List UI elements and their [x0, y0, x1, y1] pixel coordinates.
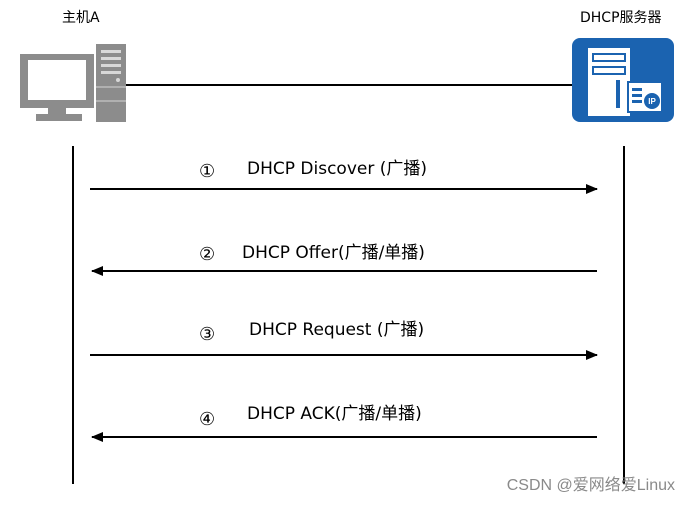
step-number-4: ④ — [199, 409, 216, 430]
message-offer-label: DHCP Offer(广播/单播) — [242, 243, 425, 263]
message-request-label: DHCP Request (广播) — [249, 320, 425, 340]
step-number-3: ③ — [199, 324, 216, 345]
dhcp-server-icon: IP — [572, 38, 674, 122]
server-ip-text: IP — [648, 97, 656, 106]
message-ack-label: DHCP ACK(广播/单播) — [247, 404, 422, 424]
step-number-1: ① — [199, 161, 216, 182]
message-discover-label: DHCP Discover (广播) — [247, 159, 427, 179]
computer-icon — [20, 44, 126, 122]
watermark-text: CSDN @爱网络爱Linux — [506, 477, 675, 494]
client-host-label: 主机A — [62, 10, 100, 26]
step-number-2: ② — [199, 244, 216, 265]
dhcp-server-label: DHCP服务器 — [580, 10, 662, 26]
